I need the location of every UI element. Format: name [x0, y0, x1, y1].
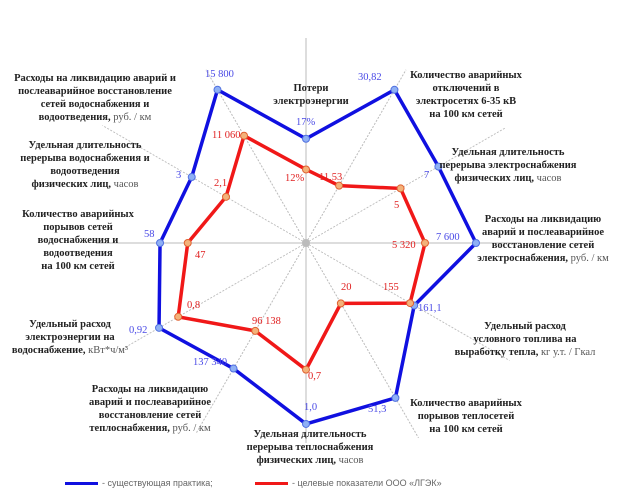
current-value-label: 58 — [144, 229, 155, 240]
target-value-label: 96 138 — [252, 316, 281, 327]
axis-unit: руб. / км — [110, 112, 152, 123]
axis-line — [305, 242, 419, 439]
axis-line — [205, 69, 307, 244]
current-value-label: 3 — [176, 170, 182, 181]
target-point — [251, 326, 260, 335]
legend-item-current: - существующая практика; — [65, 478, 213, 488]
target-point — [406, 299, 415, 308]
axis-line — [102, 125, 307, 244]
legend-swatch-current — [65, 481, 98, 485]
current-value-label: 30,82 — [358, 72, 382, 83]
series-target-line — [176, 133, 427, 373]
target-point — [421, 239, 430, 247]
axis-unit: часов — [336, 455, 364, 466]
current-point — [390, 85, 399, 94]
current-value-label: 15 800 — [205, 69, 234, 80]
current-point — [187, 173, 196, 182]
axis-unit: руб. / км — [568, 253, 609, 264]
current-value-label: 7 600 — [436, 232, 460, 243]
target-value-label: 12% — [285, 173, 305, 184]
target-point — [335, 181, 344, 190]
target-point — [302, 165, 310, 174]
current-point — [155, 323, 164, 332]
target-point — [222, 192, 231, 201]
center-point — [302, 239, 310, 247]
axis-line — [195, 242, 307, 434]
current-point — [434, 162, 443, 171]
target-value-label: 11 060 — [212, 130, 241, 141]
axis-unit: кВт*ч/м³ — [85, 345, 129, 356]
legend-label-target: - целевые показатели ООО «ЛГЭК» — [292, 478, 442, 488]
target-point — [240, 131, 249, 140]
target-point — [183, 239, 192, 247]
current-value-label: 51,3 — [368, 404, 387, 415]
target-point — [174, 312, 183, 321]
target-value-label: 2,1 — [214, 178, 228, 189]
legend-swatch-target — [255, 481, 288, 485]
target-point — [336, 299, 345, 308]
axis-line — [305, 69, 407, 244]
axis-unit: часов — [111, 179, 139, 190]
current-point — [302, 419, 310, 428]
target-value-label: 155 — [383, 282, 399, 293]
target-value-label: 0,8 — [187, 300, 201, 311]
current-point — [302, 134, 310, 143]
target-point — [396, 184, 405, 193]
target-value-label: 0,7 — [308, 371, 322, 382]
target-value-label: 20 — [341, 282, 352, 293]
current-point — [229, 364, 238, 373]
axis-unit: кг у.т. / Гкал — [538, 347, 596, 358]
current-value-label: 0,92 — [129, 325, 148, 336]
current-value-label: 17% — [296, 117, 316, 128]
current-value-label: 137 340 — [193, 357, 228, 368]
target-value-label: 5 320 — [392, 240, 416, 251]
legend-label-current: - существующая практика; — [102, 478, 213, 488]
legend-item-target: - целевые показатели ООО «ЛГЭК» — [255, 478, 442, 488]
current-value-label: 1,0 — [304, 402, 318, 413]
current-point — [391, 393, 400, 402]
target-value-label: 11,53 — [319, 172, 343, 183]
axis-unit: руб. / км — [169, 423, 211, 434]
axis-unit: часов — [534, 173, 562, 184]
axis-line — [119, 242, 307, 351]
target-value-label: 5 — [394, 200, 400, 211]
current-point — [156, 239, 165, 247]
current-value-label: 7 — [424, 170, 430, 181]
current-point — [472, 239, 481, 247]
target-point — [302, 365, 310, 374]
target-value-label: 47 — [195, 250, 206, 261]
current-value-label: 161,1 — [418, 303, 442, 314]
current-point — [213, 85, 222, 94]
